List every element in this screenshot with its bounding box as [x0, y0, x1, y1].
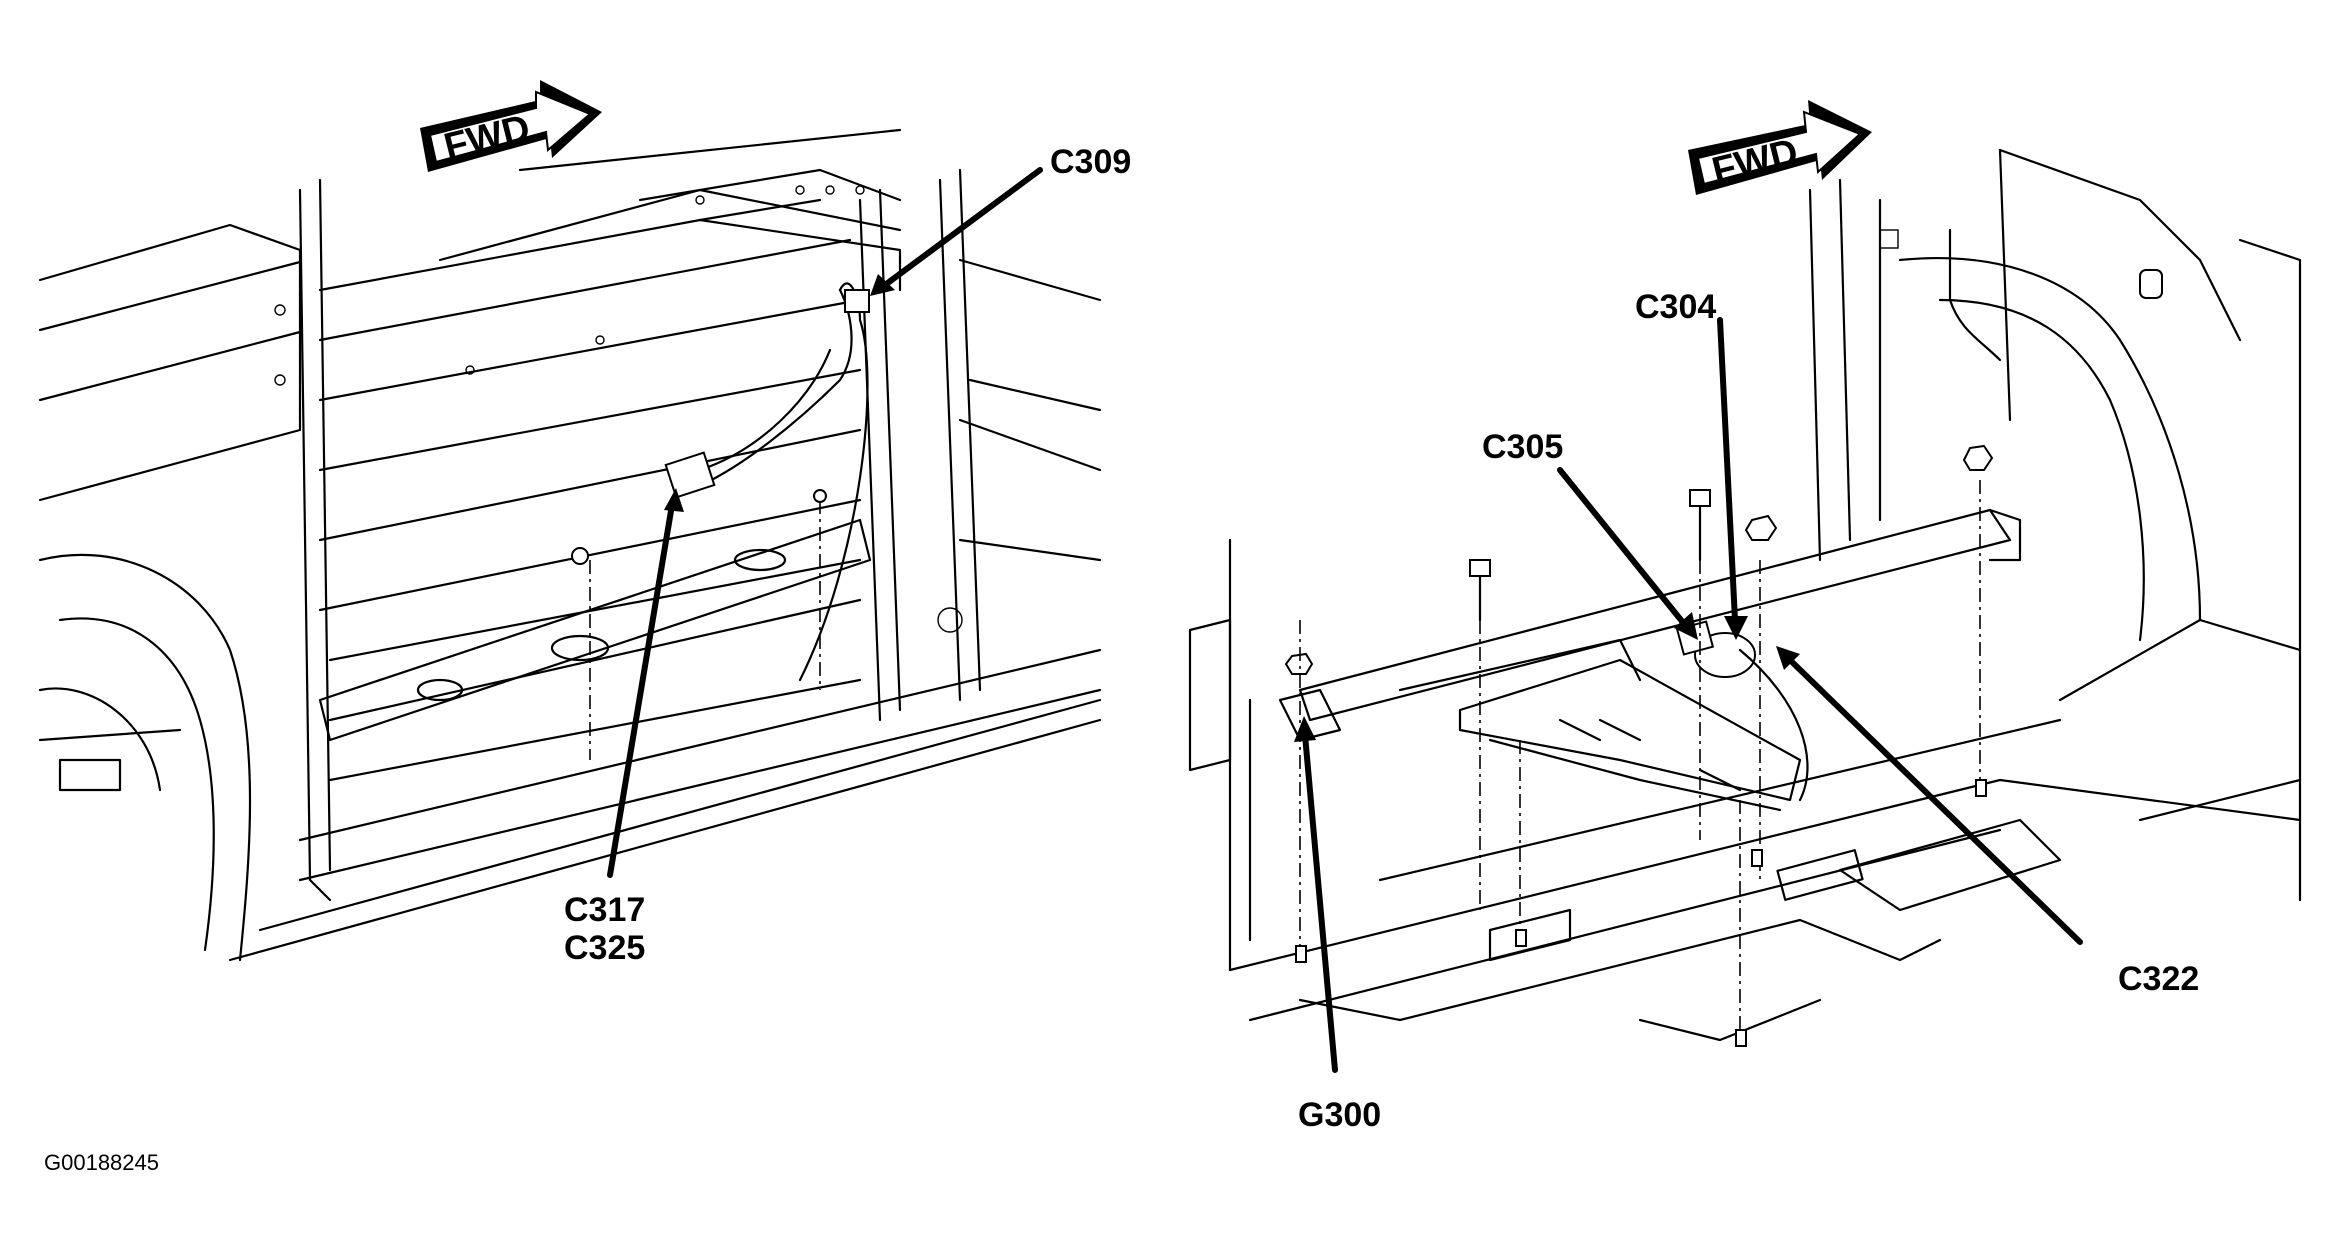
bolt-icon — [1469, 559, 1491, 622]
callout-c322: C322 — [2118, 960, 2200, 998]
callout-c325: C325 — [564, 929, 646, 967]
bolt-icon — [1689, 489, 1711, 562]
right-fwd-label: FWD — [1708, 131, 1802, 193]
right-fwd-arrow: FWD — [1688, 100, 1872, 195]
left-fwd-arrow: FWD — [420, 80, 602, 172]
nut-icon — [1744, 514, 1778, 541]
c305-leader — [1557, 467, 1688, 628]
left-fwd-label: FWD — [440, 107, 534, 169]
callout-g300: G300 — [1298, 1096, 1382, 1134]
callout-c309: C309 — [1050, 143, 1132, 181]
right-view-drawing: FWD — [1188, 100, 2302, 1073]
c322-leader — [1787, 657, 2083, 945]
nut-icon — [1962, 444, 1994, 471]
callout-c304: C304 — [1635, 288, 1717, 326]
callout-c305: C305 — [1482, 428, 1564, 466]
nut-icon — [1284, 652, 1314, 675]
c317-leader — [607, 502, 675, 878]
left-view-drawing: FWD — [38, 80, 1102, 962]
c309-leader — [882, 167, 1043, 288]
callout-c317: C317 — [564, 891, 646, 929]
c304-leader — [1717, 317, 1738, 623]
g300-leader — [1302, 732, 1338, 1073]
figure-id: G00188245 — [44, 1150, 159, 1175]
